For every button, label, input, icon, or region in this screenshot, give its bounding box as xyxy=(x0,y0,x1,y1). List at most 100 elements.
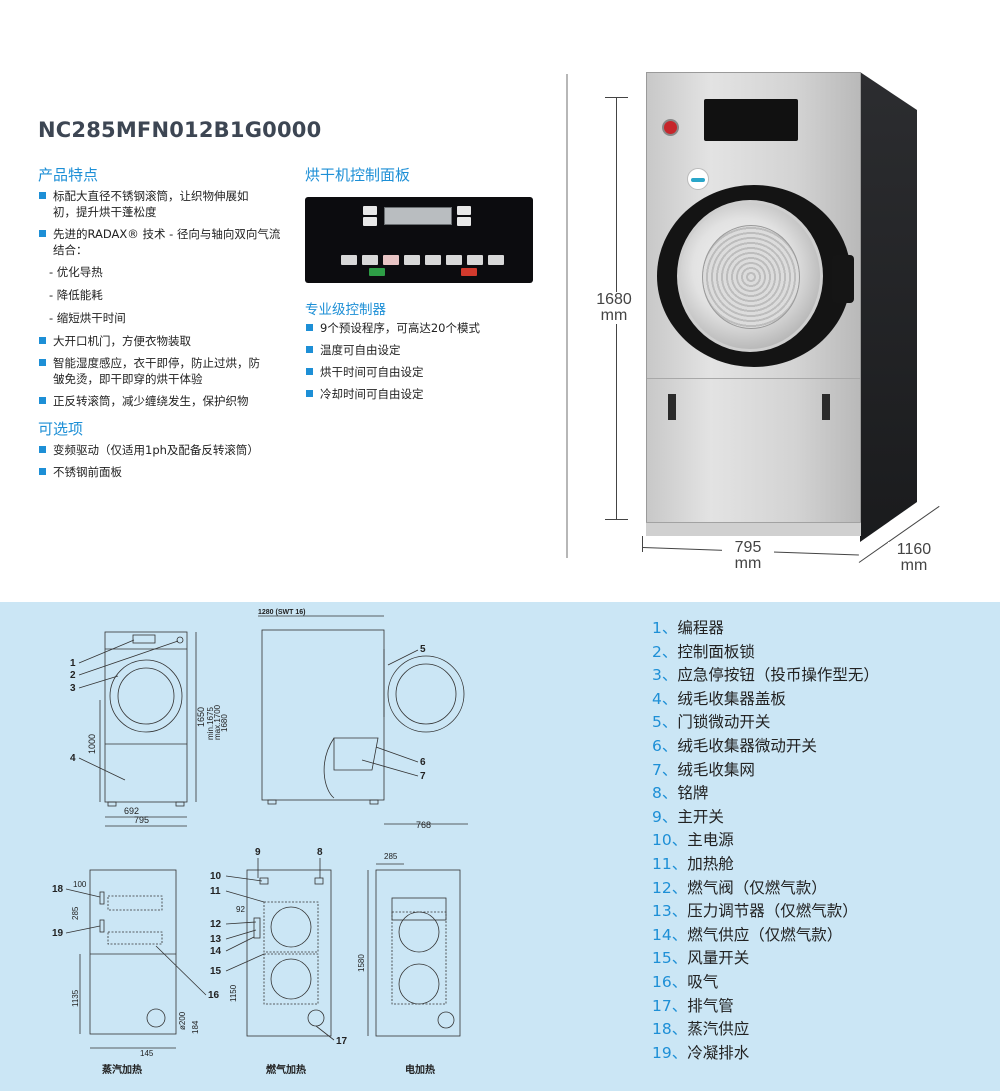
legend-item: 6、绒毛收集器微动开关 xyxy=(652,737,879,761)
front-dim-692: 692 xyxy=(124,806,139,816)
callout-9: 9 xyxy=(255,847,261,858)
legend-number: 17、 xyxy=(652,996,688,1015)
legend-text: 门锁微动开关 xyxy=(677,713,771,732)
legend-text: 应急停按钮（投币操作型无） xyxy=(677,666,879,685)
legend-item: 5、门锁微动开关 xyxy=(652,713,879,737)
callout-4: 4 xyxy=(70,753,76,764)
legend-text: 绒毛收集器微动开关 xyxy=(677,736,817,755)
program-key-icon xyxy=(425,255,441,265)
dryer-base xyxy=(646,522,861,536)
legend-number: 5、 xyxy=(652,713,678,732)
legend-number: 4、 xyxy=(652,689,678,708)
legend-item: 7、绒毛收集网 xyxy=(652,761,879,785)
program-key-icon xyxy=(362,255,378,265)
legend-text: 主开关 xyxy=(677,807,724,826)
callout-18: 18 xyxy=(52,884,64,895)
pro-controller-item: 温度可自由设定 xyxy=(305,342,555,358)
height-dim-tick xyxy=(605,519,628,520)
callout-1: 1 xyxy=(70,658,76,669)
steam-dim-184: 184 xyxy=(191,1020,200,1034)
start-button-icon xyxy=(369,268,385,276)
feature-item: 大开口机门，方便衣物装取 xyxy=(38,333,300,349)
legend-item: 16、吸气 xyxy=(652,973,879,997)
front-dim-1650: 1650 xyxy=(196,707,206,727)
up-arrow-icon xyxy=(363,206,377,215)
width-unit: mm xyxy=(734,555,762,572)
legend-number: 2、 xyxy=(652,642,678,661)
steam-label: 蒸汽加热 xyxy=(102,1063,142,1076)
steam-dim-200: ø200 xyxy=(178,1011,187,1030)
legend-number: 8、 xyxy=(652,784,678,803)
front-dim-max: max.1700 xyxy=(213,704,222,740)
legend-text: 控制面板锁 xyxy=(677,642,755,661)
legend-text: 排气管 xyxy=(687,996,734,1015)
program-key-icon xyxy=(467,255,483,265)
width-dim-tick xyxy=(642,536,643,552)
legend-text: 加热舱 xyxy=(687,854,734,873)
gas-dim-92: 92 xyxy=(236,905,245,914)
technical-drawings: 692 795 1000 1650 min.1675 max.1700 1680… xyxy=(52,609,468,1076)
options-title: 可选项 xyxy=(38,420,84,438)
legend-text: 燃气供应（仅燃气款） xyxy=(687,925,843,944)
callout-16: 16 xyxy=(208,990,220,1001)
legend-text: 主电源 xyxy=(687,831,734,850)
feature-item: 先进的RADAX® 技术 - 径向与轴向双向气流 xyxy=(38,226,300,242)
feature-item: 正反转滚筒，减少缠绕发生，保护织物 xyxy=(38,393,300,409)
callout-6: 6 xyxy=(420,757,426,768)
legend-number: 15、 xyxy=(652,949,688,968)
legend-number: 13、 xyxy=(652,902,688,921)
callout-12: 12 xyxy=(210,919,222,930)
electric-label: 电加热 xyxy=(405,1063,435,1076)
gas-label: 燃气加热 xyxy=(266,1063,306,1076)
legend-item: 9、主开关 xyxy=(652,808,879,832)
lcd-display xyxy=(384,207,452,225)
legend-number: 3、 xyxy=(652,666,678,685)
width-value: 795 xyxy=(734,539,762,556)
legend-text: 压力调节器（仅燃气款） xyxy=(687,902,858,921)
height-dimension: 1680 mm xyxy=(588,292,640,324)
legend-item: 13、压力调节器（仅燃气款） xyxy=(652,902,879,926)
program-key-icon xyxy=(488,255,504,265)
legend-item: 19、冷凝排水 xyxy=(652,1044,879,1068)
emergency-stop-icon xyxy=(664,121,677,134)
callout-11: 11 xyxy=(210,886,221,897)
legend-item: 15、风量开关 xyxy=(652,949,879,973)
legend-item: 8、铭牌 xyxy=(652,784,879,808)
feature-item: - 降低能耗 xyxy=(49,288,103,302)
callout-10: 10 xyxy=(210,871,222,882)
callout-8: 8 xyxy=(317,847,323,858)
model-number: NC285MFN012B1G0000 xyxy=(38,118,322,142)
legend-text: 风量开关 xyxy=(687,949,750,968)
gas-dim-1150: 1150 xyxy=(229,984,238,1002)
feature-item: 智能湿度感应，衣干即停，防止过烘，防 xyxy=(38,355,300,371)
legend-number: 12、 xyxy=(652,878,688,897)
front-dim-min: min.1675 xyxy=(206,707,215,740)
legend-text: 编程器 xyxy=(677,619,724,637)
panel-seam xyxy=(647,378,860,379)
vent-slot xyxy=(668,394,676,420)
legend-item: 10、主电源 xyxy=(652,831,879,855)
callout-17: 17 xyxy=(336,1036,348,1047)
steam-dim-145: 145 xyxy=(140,1049,154,1058)
feature-item: 标配大直径不锈钢滚筒，让织物伸展如 xyxy=(38,188,300,204)
electric-view-drawing xyxy=(367,863,461,1037)
legend-number: 19、 xyxy=(652,1043,688,1062)
brand-logo-icon xyxy=(687,168,709,190)
stop-button-icon xyxy=(461,268,477,276)
depth-dimension: 1160 mm xyxy=(888,542,940,574)
right-arrow-icon xyxy=(457,217,471,226)
height-value: 1680 xyxy=(596,291,632,308)
legend-number: 9、 xyxy=(652,807,678,826)
callout-3: 3 xyxy=(70,683,76,694)
feature-item: 结合： xyxy=(53,243,88,257)
callout-7: 7 xyxy=(420,771,426,782)
feature-item: 初，提升烘干蓬松度 xyxy=(53,205,157,219)
depth-unit: mm xyxy=(900,557,928,574)
callout-13: 13 xyxy=(210,934,222,945)
feature-item: - 缩短烘干时间 xyxy=(49,311,126,325)
pro-controller-list: 9个预设程序，可高达20个模式温度可自由设定烘干时间可自由设定冷却时间可自由设定 xyxy=(305,320,555,408)
features-list: 标配大直径不锈钢滚筒，让织物伸展如初，提升烘干蓬松度先进的RADAX® 技术 -… xyxy=(38,188,300,415)
callout-14: 14 xyxy=(210,946,222,957)
legend-number: 14、 xyxy=(652,925,688,944)
down-arrow-icon xyxy=(363,217,377,226)
